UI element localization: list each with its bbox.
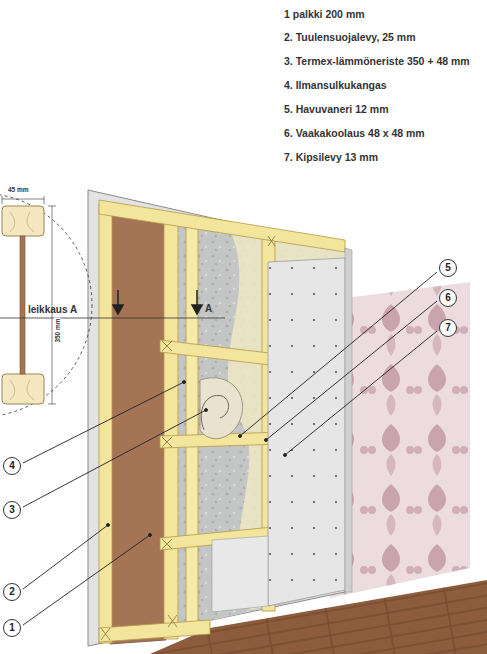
callout-number: 2 [9, 587, 15, 597]
section-label: A [205, 303, 212, 314]
legend-item: 2. Tuulensuojalevy, 25 mm [284, 31, 416, 43]
legend-item: 7. Kipsilevy 13 mm [284, 151, 378, 163]
bottom-plate [99, 620, 210, 642]
callout-number: 3 [9, 505, 15, 515]
dimension: 45 mm [8, 186, 29, 193]
section-label: leikkaus A [28, 304, 77, 315]
callout-circle: 6 [439, 289, 457, 307]
legend-item: 5. Havuvaneri 12 mm [284, 103, 388, 115]
callout-circle: 1 [3, 619, 21, 637]
callout-number: 6 [445, 293, 451, 303]
callout-number: 4 [9, 461, 15, 471]
legend-item: 1 palkki 200 mm [284, 8, 365, 20]
leader-line [23, 272, 437, 625]
legend-item: 4. Ilmansulkukangas [284, 79, 387, 91]
callout-number: 5 [445, 263, 451, 273]
fabric-roll [201, 395, 228, 430]
gypsum-board [268, 258, 345, 606]
batten-ends [101, 236, 275, 640]
callout-number: 1 [9, 623, 15, 633]
legend-item: 6. Vaakakoolaus 48 x 48 mm [284, 127, 425, 139]
top-plate [99, 200, 345, 252]
callout-circle: 7 [439, 319, 457, 337]
legend-item: 3. Termex-lämmöneriste 350 + 48 mm [284, 55, 470, 67]
beam-flange [164, 214, 178, 639]
section-line [0, 318, 225, 319]
air-barrier-fabric [200, 378, 243, 439]
board-edge [345, 248, 352, 592]
beam-web [110, 212, 166, 644]
section-arrow [113, 290, 202, 314]
stud [186, 218, 198, 628]
gypsum-board [212, 536, 268, 612]
callout-circle: 2 [3, 583, 21, 601]
section-inset [0, 193, 92, 417]
callout-circle: 5 [439, 259, 457, 277]
callout-circle: 4 [3, 457, 21, 475]
dimension: 350 mm [54, 317, 61, 343]
callout-circle: 3 [3, 501, 21, 519]
wind-barrier-board [88, 190, 345, 646]
callout-number: 7 [445, 323, 451, 333]
